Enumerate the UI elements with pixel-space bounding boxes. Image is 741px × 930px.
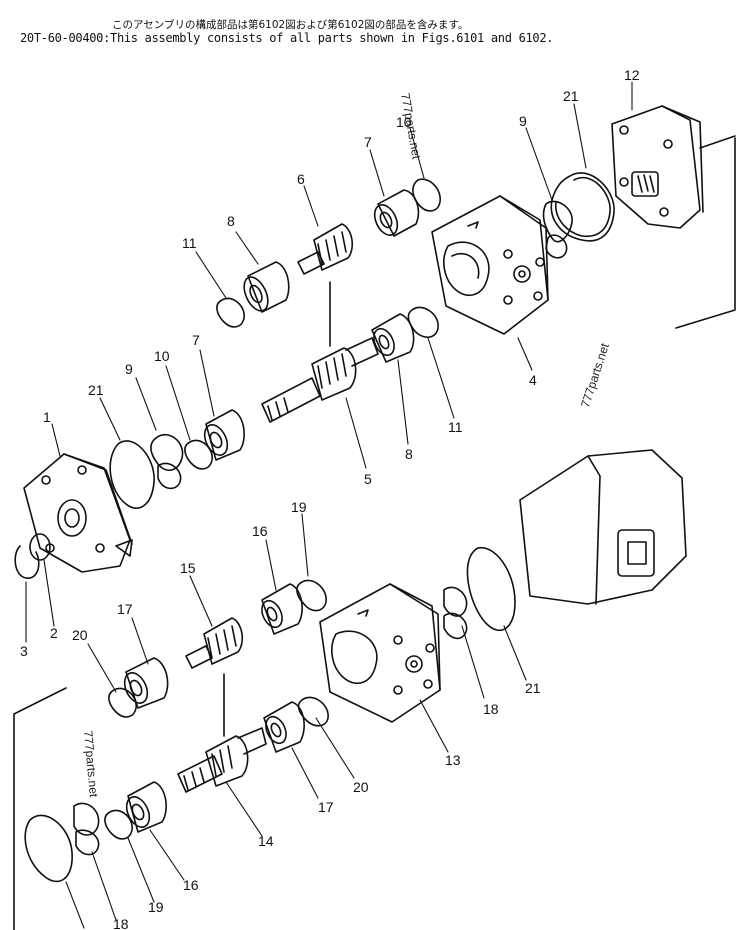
callout-10: 10: [396, 114, 412, 130]
callout-2: 2: [50, 625, 58, 641]
part-19-washer: [104, 809, 133, 840]
part-10-washer: [184, 439, 213, 470]
callout-4: 4: [529, 372, 537, 388]
leader-line: [13, 687, 67, 930]
part-20-washer: [108, 687, 137, 718]
callout-19: 19: [291, 499, 307, 515]
part-4-gear-housing: [431, 195, 549, 335]
japanese-note: このアセンブリの構成部品は第6102図および第6102図の部品を含みます。: [112, 19, 469, 31]
part-18-seal-lower: [443, 612, 468, 640]
callout-16: 16: [183, 877, 199, 893]
part-21-seal-ring: [550, 172, 615, 242]
part-16-bushing: [125, 781, 167, 833]
part-20-washer: [297, 696, 329, 727]
part-21-seal-ring: [466, 547, 516, 632]
callout-17: 17: [318, 799, 334, 815]
callout-17: 17: [117, 601, 133, 617]
callout-5: 5: [364, 471, 372, 487]
part-3-snap-ring: [14, 545, 40, 579]
part-7-bushing: [203, 409, 245, 461]
callout-labels: 12 21 9 10 7 6 8 11 4 7 10 9 21 1 5 8 11…: [20, 67, 640, 930]
pump-body: [519, 449, 687, 605]
callout-18: 18: [113, 916, 129, 930]
part-18-seal-lower: [75, 829, 100, 856]
part-15-gear-shaft: [185, 617, 244, 669]
leader-lines: [25, 81, 633, 929]
callout-21: 21: [525, 680, 541, 696]
callout-20: 20: [353, 779, 369, 795]
callout-1: 1: [43, 409, 51, 425]
part-9-seal-lower: [157, 462, 182, 490]
part-12-rear-cover: [611, 105, 704, 229]
part-9-seal: [150, 433, 184, 471]
leader-line: [699, 135, 736, 149]
callout-12: 12: [624, 67, 640, 83]
callout-7: 7: [192, 332, 200, 348]
part-9-seal-lower: [545, 234, 568, 259]
callout-19: 19: [148, 899, 164, 915]
callout-13: 13: [445, 752, 461, 768]
assembly-note: 20T-60-00400:This assembly consists of a…: [20, 31, 554, 45]
callout-10: 10: [154, 348, 170, 364]
callout-6: 6: [297, 171, 305, 187]
part-1-front-cover: [23, 453, 133, 573]
callout-21: 21: [563, 88, 579, 104]
part-17-bushing: [263, 701, 305, 753]
part-14-drive-shaft: [177, 727, 267, 793]
part-21-seal-ring: [24, 814, 73, 883]
part-5-drive-shaft: [261, 337, 379, 423]
part-18-seal: [443, 586, 468, 617]
part-21-seal-ring: [109, 440, 155, 509]
part-7-bushing: [373, 189, 420, 237]
callout-16: 16: [252, 523, 268, 539]
callout-15: 15: [180, 560, 196, 576]
callout-3: 3: [20, 643, 28, 659]
part-2-washer: [29, 533, 51, 561]
part-8-bushing: [371, 313, 415, 363]
part-17-bushing: [123, 657, 169, 709]
part-16-bushing: [261, 583, 303, 635]
callout-11: 11: [182, 235, 197, 251]
callout-9: 9: [125, 361, 133, 377]
part-8-bushing: [243, 261, 290, 313]
part-21-seal-ring-inner: [555, 177, 611, 238]
callout-20: 20: [72, 627, 88, 643]
part-11-washer: [407, 306, 439, 339]
callout-9: 9: [519, 113, 527, 129]
callout-14: 14: [258, 833, 274, 849]
callout-8: 8: [405, 446, 413, 462]
part-10-washer: [412, 178, 441, 212]
callout-7: 7: [364, 134, 372, 150]
leader-line: [675, 137, 736, 329]
part-11-washer: [216, 297, 245, 328]
callout-18: 18: [483, 701, 499, 717]
callout-21: 21: [88, 382, 104, 398]
callout-11: 11: [448, 419, 463, 435]
callout-8: 8: [227, 213, 235, 229]
part-6-gear-shaft: [297, 223, 354, 275]
part-19-washer: [296, 579, 327, 612]
part-13-gear-housing: [319, 583, 441, 723]
